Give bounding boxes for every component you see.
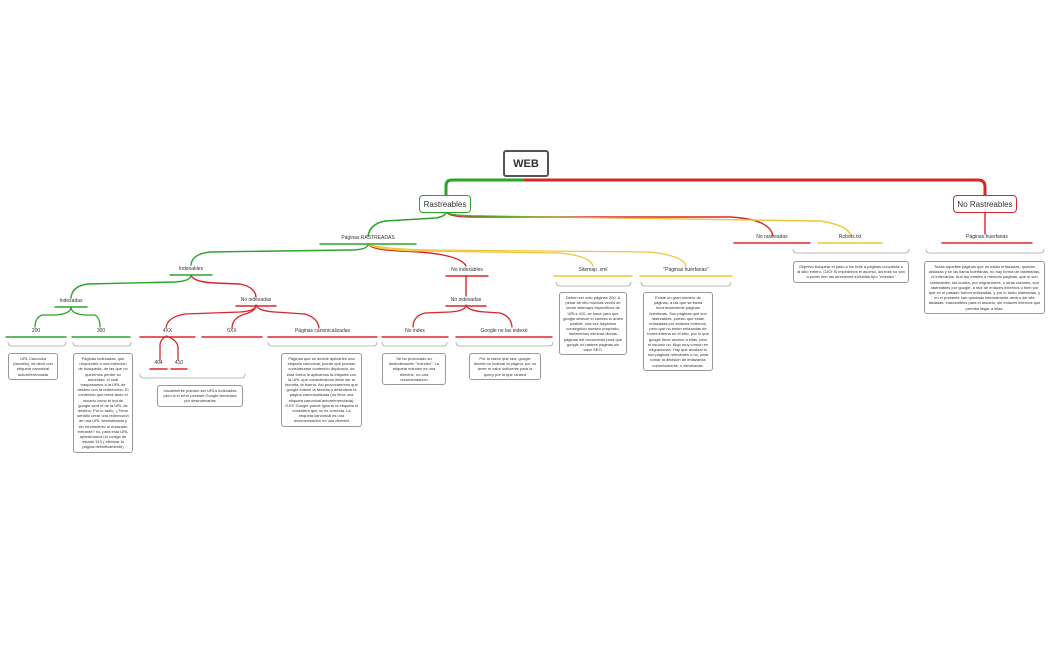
- topic-no-indexables-label: No indexables: [451, 267, 483, 273]
- note-huerfanas-b: Existe un gran número de páginas, a las …: [643, 292, 713, 371]
- topic-google-no-indexo-label: Google no las indexó: [480, 328, 528, 334]
- link-idx-indexadas: [70, 274, 192, 299]
- topic-no-index[interactable]: No index: [382, 328, 448, 336]
- link-rast-paginas-rastreadas: [367, 211, 447, 237]
- topic-sitemap-label: Sitemap .xml: [578, 267, 608, 273]
- topic-410[interactable]: 410: [171, 360, 187, 368]
- topic-no-indexadas-1-label: No indexadas: [240, 297, 272, 303]
- topic-200[interactable]: 200: [6, 328, 66, 336]
- topic-indexables-label: Indexables: [178, 266, 204, 272]
- note-google-razon-text: Por la razón que sea, google decide no i…: [473, 356, 537, 377]
- link-4xx-404: [159, 335, 167, 361]
- link-ni2-noindex: [412, 304, 467, 328]
- link-idx-no-indexadas: [190, 274, 257, 298]
- link-ni-5xx: [231, 304, 257, 329]
- link-4xx-410: [165, 335, 179, 361]
- bracket-sitemap: [555, 281, 632, 287]
- topic-5xx-label: 5XX: [227, 328, 237, 334]
- topic-404-label: 404: [154, 360, 163, 366]
- topic-paginas-huerfanas-b[interactable]: "Páginas huérfanas": [640, 267, 732, 275]
- note-redirecciones: Páginas indexadas, que responden a una i…: [73, 353, 133, 453]
- bracket-4xx: [139, 373, 246, 379]
- bracket-huerf-b: [640, 281, 732, 287]
- bracket-300: [72, 341, 132, 347]
- bracket-robots: [792, 248, 910, 254]
- link-ni-canonicalizadas: [255, 304, 320, 329]
- bracket-huerf-a: [925, 248, 1045, 254]
- topic-no-rastreadas[interactable]: No rastreadas: [734, 234, 810, 242]
- topic-google-no-indexo[interactable]: Google no las indexó: [456, 328, 552, 336]
- topic-no-indexadas-2-label: No indexadas: [450, 297, 482, 303]
- topic-no-rastreables[interactable]: No Rastreables: [953, 195, 1017, 213]
- topic-no-rastreables-label: No Rastreables: [957, 199, 1013, 209]
- bracket-canon: [267, 341, 378, 347]
- topic-410-label: 410: [174, 360, 184, 366]
- topic-indexadas[interactable]: Indexadas: [55, 298, 87, 306]
- bracket-noindex: [381, 341, 448, 347]
- topic-300[interactable]: 300: [72, 328, 130, 336]
- topic-paginas-huerfanas-a[interactable]: Páginas huerfanas: [942, 234, 1032, 242]
- link-indexadas-300: [70, 306, 101, 328]
- topic-5xx[interactable]: 5XX: [202, 328, 262, 336]
- topic-paginas-canonicalizadas[interactable]: Páginas canonicalizadas: [268, 328, 377, 336]
- topic-4xx[interactable]: 4XX: [140, 328, 195, 336]
- topic-robots-label: Robots.txt: [838, 234, 862, 240]
- link-rast-no-rastreadas: [445, 211, 774, 237]
- link-ni-4xx: [165, 304, 257, 329]
- topic-robots[interactable]: Robots.txt: [818, 234, 882, 242]
- note-canonicalizadas: Páginas que se decide aplicarles una eti…: [281, 353, 362, 427]
- note-huerfanas-a: Todas aquellas páginas que no están enla…: [924, 261, 1045, 314]
- topic-indexables[interactable]: Indexables: [170, 266, 212, 274]
- note-sitemap-text: Deben ser sólo páginas 200. A pesar de e…: [563, 295, 623, 353]
- link-pr-huerfanas-b: [367, 243, 687, 267]
- link-rast-robots: [445, 211, 852, 237]
- note-sitemap: Deben ser sólo páginas 200. A pesar de e…: [559, 292, 627, 356]
- topic-no-rastreadas-label: No rastreadas: [756, 234, 788, 240]
- link-indexadas-200: [34, 306, 72, 328]
- topic-no-index-label: No index: [405, 328, 425, 334]
- topic-sitemap[interactable]: Sitemap .xml: [554, 267, 632, 275]
- topic-300-label: 300: [96, 328, 106, 334]
- topic-rastreables-label: Rastreables: [423, 199, 467, 209]
- note-noindex: Se ha provocado su desindexación "noinde…: [382, 353, 446, 386]
- link-web-no-rastreables: [523, 178, 987, 198]
- central-topic[interactable]: WEB: [503, 150, 549, 177]
- bracket-google: [455, 341, 554, 347]
- topic-no-indexadas-1[interactable]: No indexadas: [236, 297, 276, 305]
- topic-paginas-rastreadas[interactable]: Páginas RASTREADAS: [320, 235, 416, 243]
- link-ni2-google: [465, 304, 513, 328]
- topic-paginas-huerfanas-a-label: Páginas huerfanas: [966, 234, 1008, 240]
- note-url-canonica: URL Canonica (favorita), es decir con et…: [8, 353, 58, 380]
- note-robots-text: Objetivo bloquear el paso a los bots a p…: [797, 264, 905, 280]
- topic-paginas-huerfanas-b-label: "Páginas huérfanas": [663, 267, 709, 273]
- topic-no-indexadas-2[interactable]: No indexadas: [446, 297, 486, 305]
- note-redirecciones-text: Páginas indexadas, que responden a una i…: [77, 356, 129, 450]
- link-pr-no-indexables: [367, 243, 467, 267]
- topic-404[interactable]: 404: [150, 360, 167, 368]
- note-inicialmente-4xx: Inicialmente pueden ser URLs indexadas p…: [157, 385, 243, 407]
- topic-no-indexables[interactable]: No indexables: [446, 267, 488, 275]
- topic-200-label: 200: [31, 328, 41, 334]
- link-web-rastreables: [444, 178, 527, 198]
- central-topic-label: WEB: [513, 157, 539, 170]
- note-canonicalizadas-text: Páginas que se decide aplicarles una eti…: [285, 356, 358, 424]
- topic-indexadas-label: Indexadas: [59, 298, 83, 304]
- note-inicialmente-4xx-text: Inicialmente pueden ser URLs indexadas p…: [163, 388, 237, 404]
- topic-paginas-rastreadas-label: Páginas RASTREADAS: [341, 235, 395, 241]
- note-url-canonica-text: URL Canonica (favorita), es decir con et…: [13, 356, 53, 377]
- note-google-razon: Por la razón que sea, google decide no i…: [469, 353, 541, 380]
- link-pr-sitemap: [367, 243, 594, 267]
- note-huerfanas-b-text: Existe un gran número de páginas, a las …: [647, 295, 709, 368]
- note-noindex-text: Se ha provocado su desindexación "noinde…: [388, 356, 440, 382]
- link-pr-indexables: [190, 243, 369, 266]
- topic-4xx-label: 4XX: [162, 328, 173, 334]
- note-robots: Objetivo bloquear el paso a los bots a p…: [793, 261, 909, 283]
- topic-paginas-canonicalizadas-label: Páginas canonicalizadas: [294, 328, 351, 334]
- bracket-200: [7, 341, 67, 347]
- note-huerfanas-a-text: Todas aquellas páginas que no están enla…: [928, 264, 1041, 311]
- topic-rastreables[interactable]: Rastreables: [419, 195, 471, 213]
